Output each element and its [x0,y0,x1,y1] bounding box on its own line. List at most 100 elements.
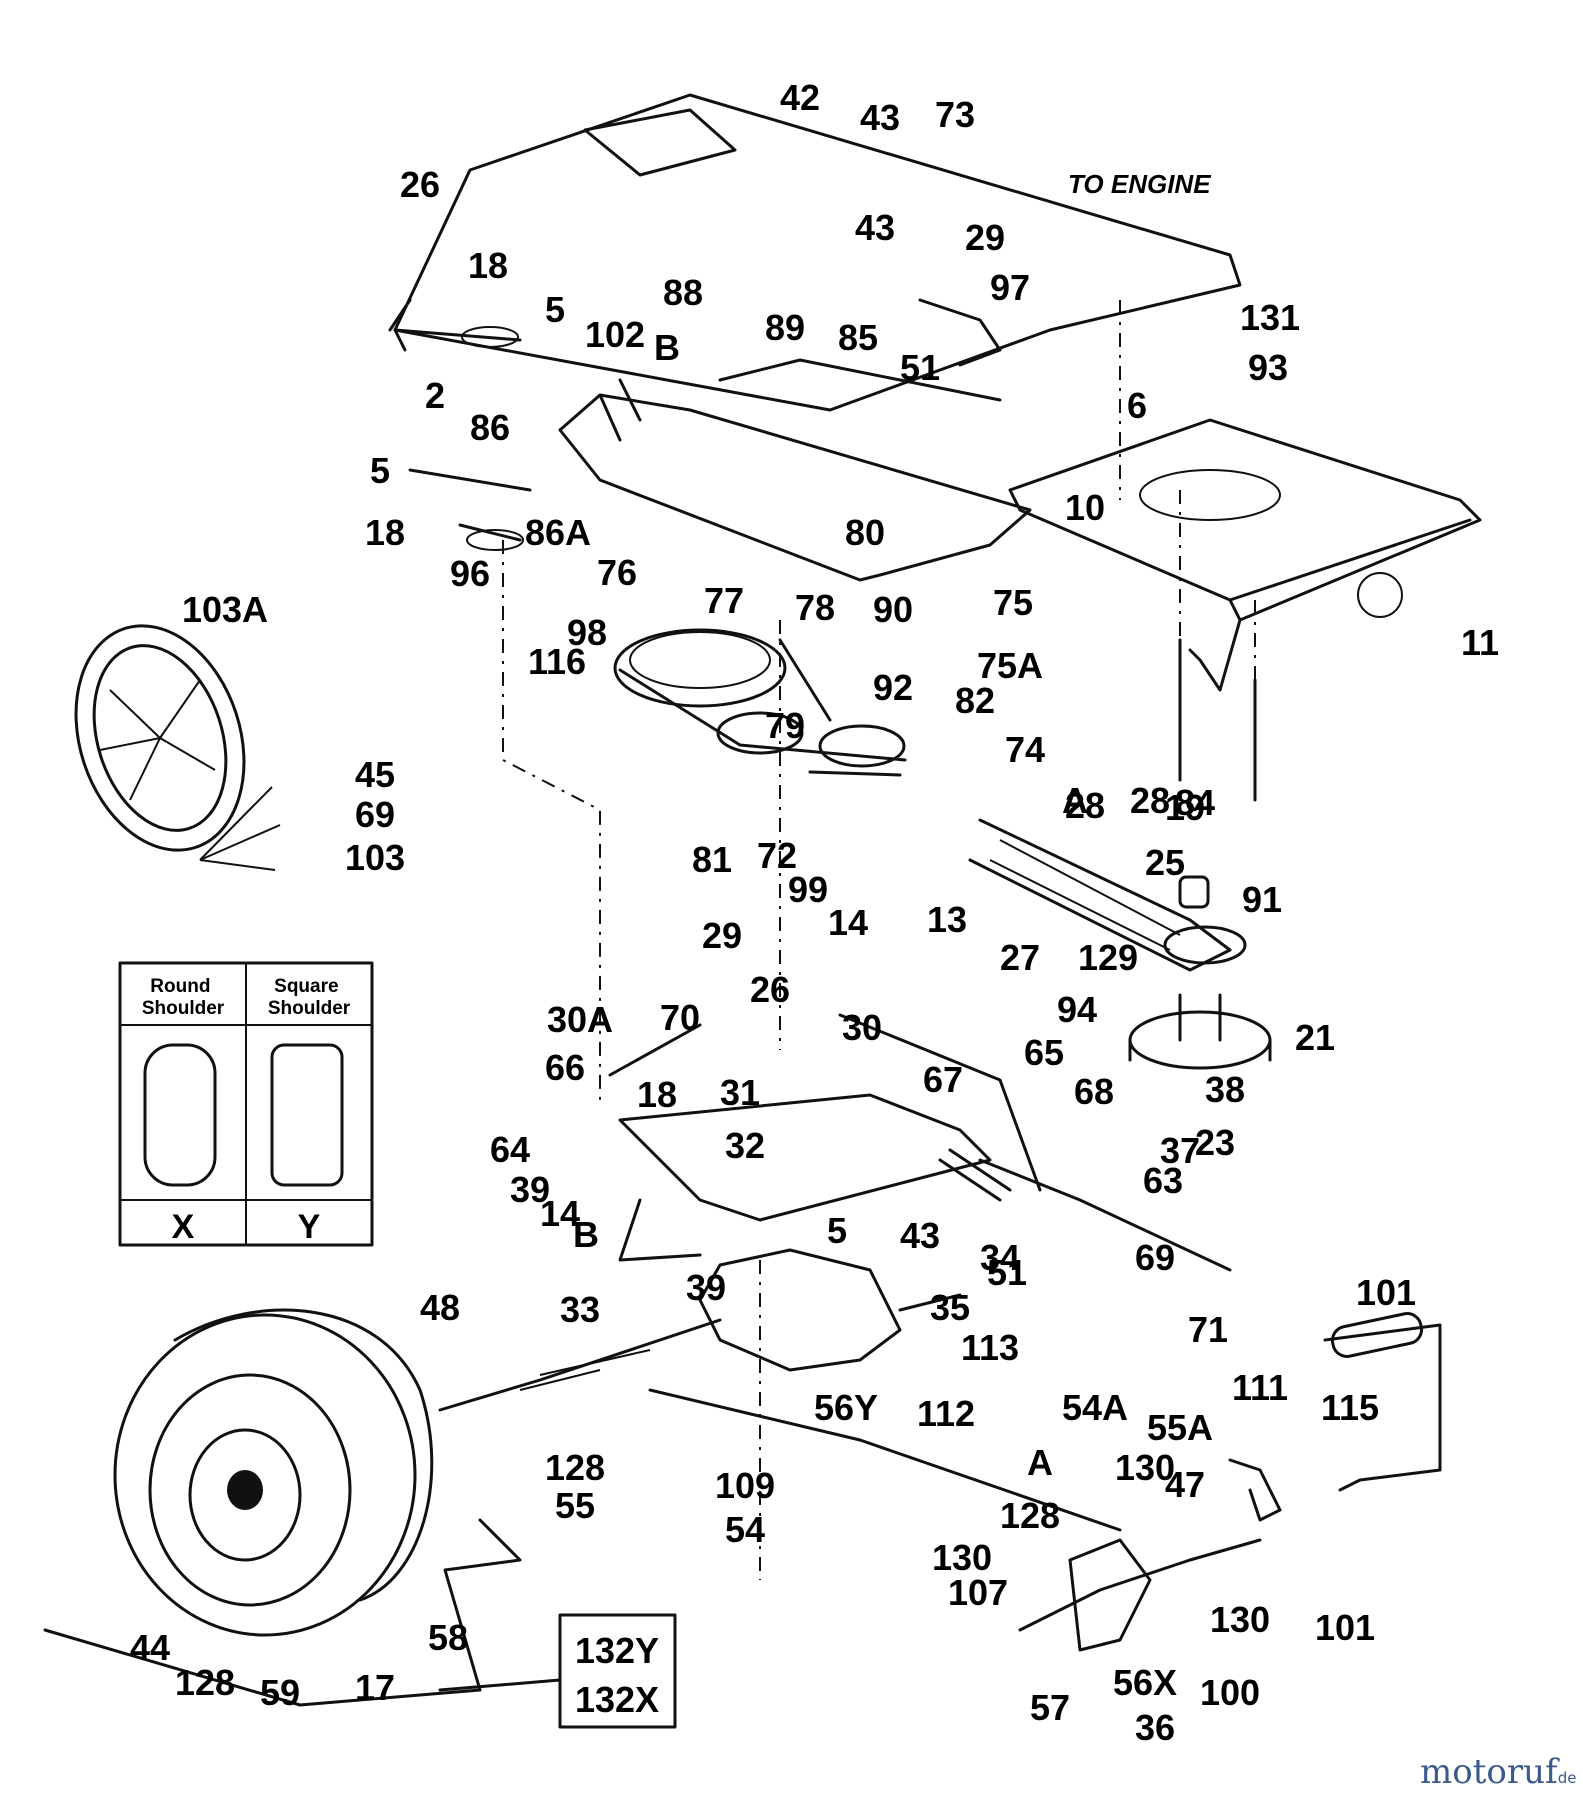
part-callout: 17 [355,1667,395,1708]
part-callout: 80 [845,512,885,553]
part-callout: 10 [1065,487,1105,528]
link-2 [461,326,519,348]
part-callout: 98 [567,612,607,653]
round-shoulder-header-line2: Shoulder [142,998,225,1019]
part-callout: 54 [725,1509,765,1550]
rear-rim [148,1373,352,1607]
part-callout: 113 [961,1327,1019,1368]
rear-rim-inner [188,1428,302,1562]
dash-ridge [718,298,1002,402]
part-callout: 32 [725,1125,765,1166]
part-callout: 93 [1248,347,1288,388]
part-callout: A [1062,780,1088,821]
right-frame-rail [1008,418,1482,692]
part-callout: 76 [597,552,637,593]
part-callout: 59 [260,1672,300,1713]
part-callout: 131 [1240,297,1300,338]
part-callout: 47 [1165,1464,1205,1505]
transaxle-axle [438,1293,962,1412]
control-rod [648,1158,1232,1532]
spring [608,1023,702,1077]
part-callout: 38 [1205,1069,1245,1110]
part-callout: 19 [1165,787,1205,828]
axle-shading [519,1349,651,1391]
square-shoulder-profile [270,1043,344,1187]
part-callout: 100 [1200,1672,1260,1713]
part-callout: 88 [663,272,703,313]
frame-opening [1139,469,1281,521]
watermark: motoruf .de [1420,1752,1577,1792]
part-callout: 73 [935,94,975,135]
part-callout: 130 [932,1537,992,1578]
kit-box-line1: 132Y [575,1630,659,1671]
round-shoulder-code: X [172,1208,195,1246]
part-callout: 130 [1115,1447,1175,1488]
part-callout: 86 [470,407,510,448]
part-callout: 72 [757,835,797,876]
engine-pulley [1128,1010,1272,1070]
part-callout: 51 [987,1252,1027,1293]
part-callout: 44 [130,1627,170,1668]
part-callout: 107 [948,1572,1008,1613]
part-callout: 30 [842,1007,882,1048]
kit-box: 132Y 132X [558,1613,677,1729]
square-shoulder-header-line2: Shoulder [268,998,351,1019]
part-callout: 31 [720,1072,760,1113]
part-callout: 79 [765,705,805,746]
part-callout: 5 [545,289,565,330]
part-callout: A [1027,1442,1053,1483]
part-callout: 35 [930,1287,970,1328]
brake-bracket [1068,1458,1282,1652]
large-pulley [613,628,787,708]
line-art [43,93,1482,1707]
part-callout: 69 [1135,1237,1175,1278]
part-callout: 91 [1242,879,1282,920]
pedal-pad [1330,1312,1424,1358]
part-callout: 43 [900,1215,940,1256]
part-callout: 109 [715,1465,775,1506]
part-callout: 33 [560,1289,600,1330]
part-callout: 78 [795,587,835,628]
vertical-shaft [1178,638,1257,802]
part-callout: 94 [1057,989,1097,1030]
part-callout: 26 [750,969,790,1010]
alignment-line-right [1119,300,1256,700]
drive-arm [968,818,1232,972]
part-callout: 55 [555,1485,595,1526]
kit-leader [43,1518,562,1707]
part-callout: 45 [355,754,395,795]
part-callout: 128 [545,1447,605,1488]
center-frame [618,1093,992,1262]
part-callout: 101 [1315,1607,1375,1648]
part-callout: 99 [788,869,828,910]
hub-cap-inner [92,644,228,832]
part-callout: 25 [1145,842,1185,883]
part-callout: B [654,327,680,368]
part-callout: 103 [345,837,405,878]
part-callout: 29 [965,217,1005,258]
part-callout: 75A [977,645,1043,686]
rear-hub [227,1470,263,1510]
part-callout: 14 [828,902,868,943]
part-callout: 51 [900,347,940,388]
upper-body-panel [393,93,1242,412]
part-callout: 56X [1113,1662,1177,1703]
part-callout: 75 [993,582,1033,623]
part-callout: 85 [838,317,878,358]
brake-pedal-arm [1323,1323,1442,1492]
part-callout: 128 [175,1662,235,1703]
part-callout: 116 [528,641,586,682]
hub-cap-outer [74,624,246,852]
drive-belt [618,638,907,777]
to-engine-note: TO ENGINE [1068,169,1211,199]
part-callout: 102 [585,314,645,355]
engine-pulley-hub [1128,993,1272,1062]
part-callout: 63 [1143,1160,1183,1201]
part-callout: 5 [370,450,390,491]
part-callout: 54A [1062,1387,1128,1428]
drive-arm-slots [989,839,1181,951]
part-callout: 65 [1024,1032,1064,1073]
part-callout: 42 [780,77,820,118]
part-callout: 77 [704,580,744,621]
